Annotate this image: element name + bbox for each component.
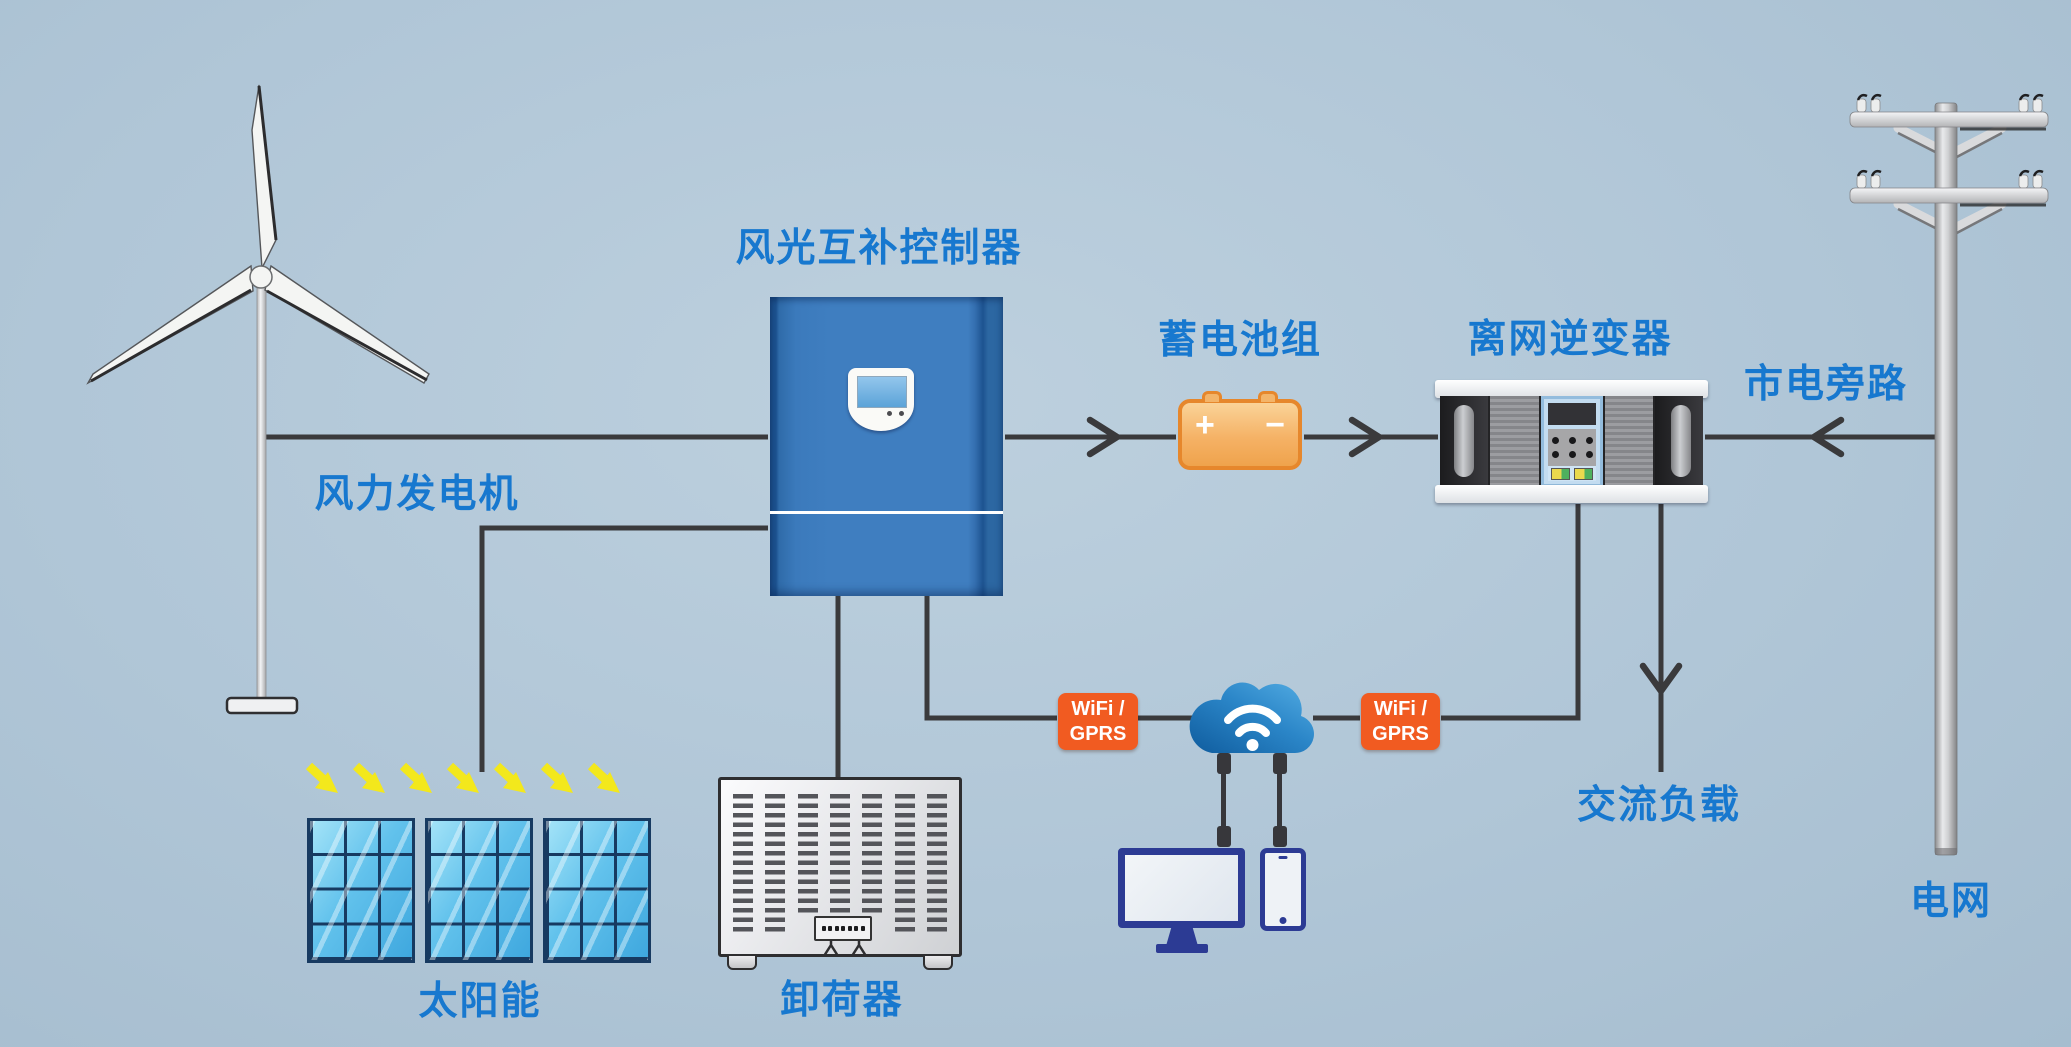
phone-home-button <box>1279 917 1287 924</box>
hybrid-controller-box <box>770 297 1003 596</box>
vent-column <box>894 794 915 932</box>
usb-connector-icon <box>1217 753 1231 774</box>
inverter-box <box>1435 380 1708 503</box>
arrowhead-right-icon <box>1348 416 1383 458</box>
utility-pole-icon <box>1849 93 2049 856</box>
wire-controller-to-wifi <box>924 596 1057 721</box>
inverter-control-panel <box>1541 396 1603 487</box>
inverter-lcd <box>1548 403 1596 425</box>
cable <box>1221 772 1226 828</box>
wifi-badge-line1: WiFi / <box>1373 697 1428 720</box>
turbine-hub <box>249 265 273 289</box>
inverter-bottom-cap <box>1435 485 1708 503</box>
controller-screen <box>857 376 907 408</box>
pole-crossarms <box>1849 111 2049 207</box>
monitor-base <box>1156 944 1208 953</box>
controller-button <box>887 411 892 416</box>
wire-wifi-to-inverter <box>1441 504 1581 721</box>
wifi-badge-line2: GPRS <box>1069 722 1127 745</box>
vent-column <box>926 794 947 932</box>
unloader-terminal-block <box>814 916 872 941</box>
usb-connector-icon <box>1273 826 1287 847</box>
battery-terminal <box>1258 391 1278 402</box>
unloader-label: 卸荷器 <box>780 979 904 1022</box>
battery-terminal <box>1202 391 1222 402</box>
pole-mast <box>1934 102 1958 856</box>
solar-panel <box>543 818 651 963</box>
battery-label: 蓄电池组 <box>1157 319 1323 362</box>
inverter-vent <box>1603 396 1655 487</box>
wifi-badge-line1: WiFi / <box>1071 697 1125 720</box>
wind-turbine-label: 风力发电机 <box>314 473 520 516</box>
sun-rays-icon <box>305 762 620 793</box>
vent-column <box>765 794 786 932</box>
vent-column <box>829 794 850 914</box>
inverter-label: 离网逆变器 <box>1467 318 1673 361</box>
controller-display <box>848 368 914 431</box>
inverter-top-cap <box>1435 380 1708 398</box>
solar-panel <box>425 818 533 963</box>
wifi-badge-line2: GPRS <box>1372 722 1429 745</box>
inverter-vent <box>1488 396 1541 487</box>
arrowhead-left-icon <box>1810 416 1845 458</box>
battery-minus-sign: − <box>1265 406 1285 444</box>
wire-solar-to-controller <box>479 525 768 772</box>
inverter-body <box>1440 396 1703 487</box>
controller-divider <box>770 511 1003 514</box>
unloader-foot <box>923 954 953 970</box>
inverter-left-section <box>1440 396 1488 487</box>
unloader-foot <box>727 954 757 970</box>
mains-bypass-label: 市电旁路 <box>1743 363 1909 406</box>
inverter-right-section <box>1655 396 1703 487</box>
solar-panel <box>307 818 415 963</box>
battery-icon: + − <box>1178 391 1302 470</box>
vent-column <box>797 794 818 914</box>
monitor-stand <box>1166 926 1198 946</box>
cable <box>1277 772 1282 828</box>
solar-label: 太阳能 <box>418 980 542 1023</box>
phone-speaker <box>1278 856 1288 859</box>
inverter-ports <box>1548 466 1596 481</box>
usb-connector-icon <box>1217 826 1231 847</box>
usb-connector-icon <box>1273 753 1287 774</box>
wifi-gprs-badge-right: WiFi / GPRS <box>1361 693 1440 750</box>
unloader-clamps-icon <box>822 940 868 957</box>
unloader-box <box>718 777 962 970</box>
battery-plus-sign: + <box>1195 406 1215 444</box>
wifi-gprs-badge-left: WiFi / GPRS <box>1058 693 1138 750</box>
solar-panel-array <box>307 818 651 963</box>
arrowhead-down-icon <box>1639 662 1683 695</box>
vent-column <box>862 794 883 914</box>
turbine-base <box>225 696 299 715</box>
ac-load-label: 交流负载 <box>1576 784 1742 827</box>
vent-column <box>733 794 753 932</box>
wind-turbine-icon <box>86 84 430 715</box>
smartphone-icon <box>1260 848 1306 931</box>
monitor-icon <box>1118 848 1245 928</box>
controller-label: 风光互补控制器 <box>735 227 1023 270</box>
controller-button <box>899 411 904 416</box>
arrowhead-right-icon <box>1086 416 1121 458</box>
cloud-wifi-icon <box>1189 682 1314 754</box>
grid-label: 电网 <box>1909 880 1993 923</box>
inverter-keypad <box>1548 429 1596 466</box>
pole-insulators <box>1856 93 2044 189</box>
turbine-pole <box>256 273 267 703</box>
